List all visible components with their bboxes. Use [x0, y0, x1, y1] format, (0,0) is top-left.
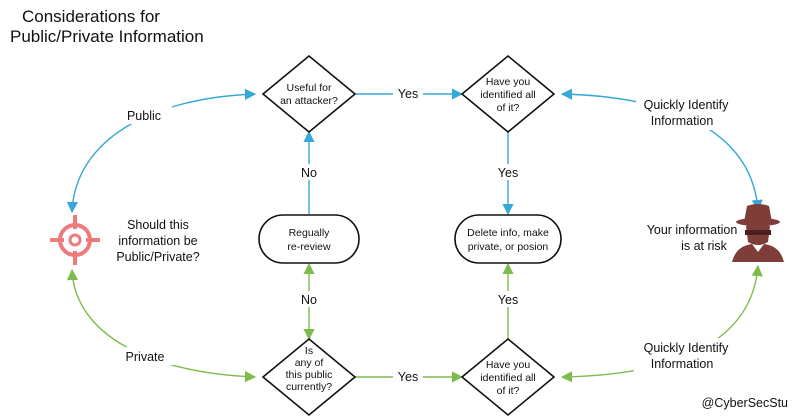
private-edge [66, 268, 257, 383]
decision-public-currently: Is any of this public currently? [261, 337, 357, 417]
node-text: identified all [480, 372, 535, 384]
question-line-3: Public/Private? [116, 250, 199, 264]
node-text: any of [295, 357, 324, 369]
title-line-1: Considerations for [22, 7, 160, 26]
edge-label-yes-top: Yes [398, 87, 418, 101]
node-text: Regually [289, 227, 331, 239]
question-line-1: Should this [127, 218, 189, 232]
node-text: private, or posion [468, 241, 549, 253]
risk-line-2: is at risk [681, 239, 728, 253]
node-text: an attacker? [280, 95, 338, 107]
edge-label-yes-mid-top: Yes [498, 166, 518, 180]
process-delete-info: Delete info, make private, or posion [454, 214, 562, 264]
risk-line-1: Your information [647, 223, 738, 237]
public-edge [66, 88, 257, 214]
edge-label-private: Private [126, 350, 165, 364]
edge-label-yes-mid-bottom: Yes [498, 293, 518, 307]
hacker-hat-icon [732, 204, 784, 262]
edge-label-quickly-top-1: Quickly Identify [644, 98, 730, 112]
node-text: currently? [286, 381, 332, 393]
credit-text: @CyberSecStu [702, 396, 788, 410]
node-text: Delete info, make [467, 227, 549, 239]
node-text: this public [286, 369, 333, 381]
edge-label-public: Public [127, 109, 161, 123]
decision-useful-for-attacker: Useful for an attacker? [261, 54, 357, 134]
node-text: of it? [497, 102, 520, 114]
edge-label-no-bottom: No [301, 293, 317, 307]
decision-identified-all-top: Have you identified all of it? [460, 54, 556, 134]
node-text: Useful for [287, 82, 332, 94]
crosshair-target-icon [50, 215, 100, 265]
node-text: of it? [497, 385, 520, 397]
edge-label-quickly-top-2: Information [651, 114, 714, 128]
edge-label-quickly-bottom-2: Information [651, 357, 714, 371]
question-line-2: information be [118, 234, 197, 248]
node-text: Have you [486, 359, 531, 371]
edge-label-quickly-bottom-1: Quickly Identify [644, 341, 730, 355]
node-text: Is [305, 345, 313, 357]
node-text: re-review [287, 241, 331, 253]
title-line-2: Public/Private Information [10, 27, 204, 46]
edge-label-yes-bottom: Yes [398, 370, 418, 384]
node-text: Have you [486, 76, 531, 88]
process-rereview: Regually re-review [258, 214, 360, 264]
node-text: identified all [480, 89, 535, 101]
decision-identified-all-bottom: Have you identified all of it? [460, 337, 556, 417]
edge-label-no-top: No [301, 166, 317, 180]
